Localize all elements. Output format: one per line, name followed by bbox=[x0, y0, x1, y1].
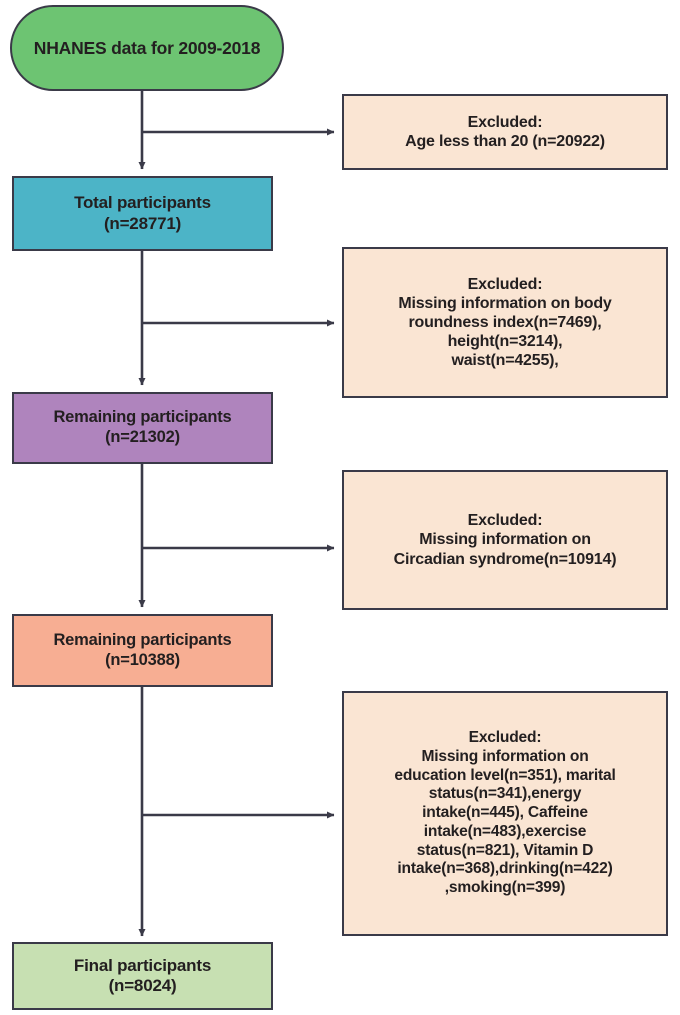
exclusion-4-text: Excluded: Missing information on educati… bbox=[344, 729, 666, 897]
exclusion-2-line-2: Missing information on body bbox=[398, 294, 612, 312]
node-remaining-1-text: Remaining participants (n=21302) bbox=[14, 408, 271, 448]
exclusion-3-text: Excluded: Missing information on Circadi… bbox=[344, 511, 666, 569]
node-final-participants: Final participants (n=8024) bbox=[12, 942, 273, 1010]
node-total-text: Total participants (n=28771) bbox=[14, 193, 271, 234]
exclusion-2-line-5: waist(n=4255), bbox=[451, 352, 559, 370]
node-remaining-participants-2: Remaining participants (n=10388) bbox=[12, 614, 273, 687]
node-remaining-2-text: Remaining participants (n=10388) bbox=[14, 631, 271, 671]
node-remaining-1-line-2: (n=21302) bbox=[105, 428, 180, 446]
node-exclusion-4-covariates: Excluded: Missing information on educati… bbox=[342, 691, 668, 936]
node-start-line-1: NHANES data for 2009-2018 bbox=[33, 37, 261, 58]
exclusion-4-line-6: intake(n=483),exercise bbox=[423, 822, 587, 840]
exclusion-4-line-3: education level(n=351), marital bbox=[394, 766, 616, 784]
node-final-line-1: Final participants bbox=[73, 955, 212, 975]
exclusion-2-line-3: roundness index(n=7469), bbox=[408, 313, 602, 331]
node-nhanes-data-source: NHANES data for 2009-2018 bbox=[10, 5, 284, 91]
exclusion-3-line-2: Missing information on bbox=[419, 531, 591, 549]
node-exclusion-2-body-measures: Excluded: Missing information on body ro… bbox=[342, 247, 668, 398]
node-exclusion-3-circadian-syndrome: Excluded: Missing information on Circadi… bbox=[342, 470, 668, 610]
node-total-participants: Total participants (n=28771) bbox=[12, 176, 273, 251]
node-final-text: Final participants (n=8024) bbox=[14, 956, 271, 997]
exclusion-4-line-1: Excluded: bbox=[468, 729, 542, 747]
node-total-line-1: Total participants bbox=[74, 193, 211, 213]
exclusion-4-line-2: Missing information on bbox=[421, 748, 589, 766]
exclusion-4-line-5: intake(n=445), Caffeine bbox=[422, 804, 588, 822]
node-remaining-2-line-1: Remaining participants bbox=[53, 630, 232, 649]
node-exclusion-1-age: Excluded: Age less than 20 (n=20922) bbox=[342, 94, 668, 170]
node-remaining-participants-1: Remaining participants (n=21302) bbox=[12, 392, 273, 464]
exclusion-2-text: Excluded: Missing information on body ro… bbox=[344, 275, 666, 371]
exclusion-4-line-7: status(n=821), Vitamin D bbox=[416, 841, 594, 859]
node-start-text: NHANES data for 2009-2018 bbox=[12, 38, 282, 59]
exclusion-2-line-1: Excluded: bbox=[467, 275, 543, 293]
node-total-line-2: (n=28771) bbox=[103, 213, 182, 233]
exclusion-1-text: Excluded: Age less than 20 (n=20922) bbox=[344, 113, 666, 151]
exclusion-3-line-3: Circadian syndrome(n=10914) bbox=[393, 550, 617, 568]
exclusion-1-line-2: Age less than 20 (n=20922) bbox=[405, 133, 605, 150]
node-remaining-1-line-1: Remaining participants bbox=[53, 408, 232, 427]
exclusion-2-line-4: height(n=3214), bbox=[447, 333, 563, 351]
exclusion-1-line-1: Excluded: bbox=[467, 113, 543, 131]
exclusion-3-line-1: Excluded: bbox=[467, 512, 543, 530]
exclusion-4-line-4: status(n=341),energy bbox=[428, 785, 582, 803]
exclusion-4-line-8: intake(n=368),drinking(n=422) bbox=[397, 860, 613, 878]
node-final-line-2: (n=8024) bbox=[108, 976, 177, 995]
exclusion-4-line-9: ,smoking(n=399) bbox=[444, 878, 566, 896]
node-remaining-2-line-2: (n=10388) bbox=[105, 650, 180, 669]
